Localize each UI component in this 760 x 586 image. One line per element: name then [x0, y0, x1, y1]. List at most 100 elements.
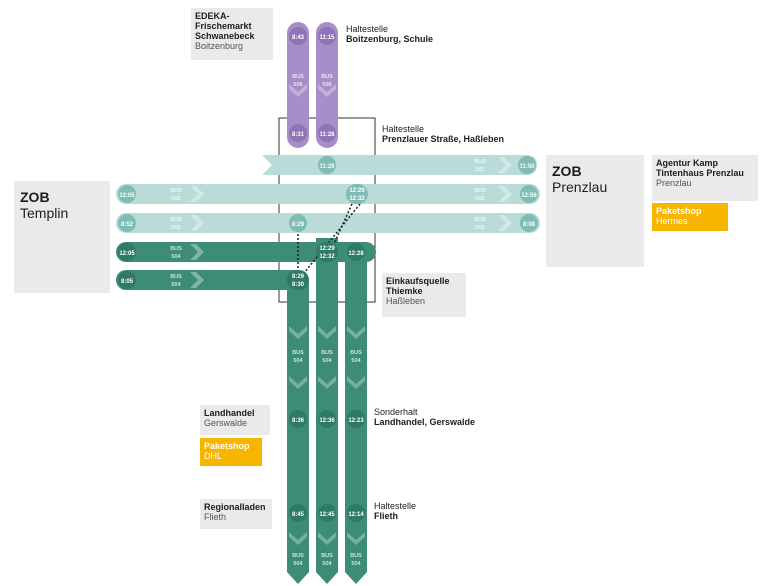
time-row1-b: 11:50	[519, 164, 535, 170]
time-row5-mid-a: 8:29	[292, 274, 305, 280]
time-row5-mid-b: 8:30	[292, 282, 305, 288]
time-row1-a: 11:29	[319, 164, 335, 170]
time-flieth-2: 12:45	[319, 512, 335, 518]
time-row4-mid-a: 12:29	[319, 246, 335, 252]
time-gerswalde-1: 8:36	[292, 418, 305, 424]
edeka-place: Boitzenburg	[195, 41, 244, 51]
route-number: 502	[171, 196, 180, 202]
prenzlauer-stop-label: Haltestelle Prenzlauer Straße, Haßleben	[382, 124, 542, 144]
flieth-stop-label: Haltestelle Flieth	[374, 501, 464, 521]
time-gerswalde-2: 12:36	[319, 418, 335, 424]
bus-word: BUS	[350, 350, 362, 356]
agentur-kamp-label: Agentur Kamp Tintenhaus Prenzlau Prenzla…	[652, 155, 758, 201]
route-number: 504	[293, 561, 303, 567]
time-row2-left: 12:05	[119, 193, 135, 199]
zob-templin-place: Templin	[20, 205, 69, 221]
boitzenburg-name: Boitzenburg, Schule	[346, 34, 434, 44]
sonderhalt-prefix: Sonderhalt	[374, 407, 418, 417]
route-506-column-2	[316, 22, 338, 148]
bus-word: BUS	[170, 274, 182, 280]
paketshop-hermes-title: Paketshop	[656, 206, 702, 216]
route-number: 502	[475, 196, 484, 202]
zob-prenzlau-place: Prenzlau	[552, 179, 608, 195]
time-flieth-3: 12:14	[348, 512, 364, 518]
bus-word: BUS	[350, 553, 362, 559]
route-number: 504	[171, 254, 181, 260]
time-row2-mid-b: 12:32	[349, 196, 365, 202]
flieth-name: Flieth	[374, 511, 398, 521]
time-row2-mid-a: 12:29	[349, 188, 365, 194]
prenzlauer-prefix: Haltestelle	[382, 124, 425, 134]
zob-templin-title: ZOB	[20, 189, 50, 205]
time-row2-right: 12:56	[521, 193, 537, 199]
route-504-column-1	[287, 280, 309, 584]
einkaufsquelle-label: Einkaufsquelle Thiemke Haßleben	[382, 273, 466, 317]
time-edeka: 8:43	[292, 35, 305, 41]
route-506-column-1	[287, 22, 309, 148]
agentur-place: Prenzlau	[656, 178, 692, 188]
bus-word: BUS	[292, 553, 304, 559]
bus-word: BUS	[474, 217, 486, 223]
einkaufsquelle-name-2: Thiemke	[386, 286, 423, 296]
route-number: 504	[351, 561, 361, 567]
time-boitzenburg-schule: 11:15	[319, 35, 335, 41]
landhandel-label: Landhandel Gerswalde	[200, 405, 270, 435]
column-chevrons	[289, 84, 365, 545]
zob-templin-label: ZOB Templin	[14, 181, 110, 293]
route-number: 506	[322, 82, 331, 88]
time-prenzlauer-1: 8:31	[292, 132, 305, 138]
prenzlauer-name: Prenzlauer Straße, Haßleben	[382, 134, 505, 144]
time-prenzlauer-2: 11:28	[319, 132, 335, 138]
route-502-band-templin-prenzlau-1	[116, 184, 540, 204]
paketshop-dhl-title: Paketshop	[204, 441, 250, 451]
time-row4-right: 12:28	[348, 251, 364, 257]
route-number: 502	[475, 167, 484, 173]
edeka-name-2: Frischemarkt	[195, 21, 252, 31]
time-gerswalde-3: 12:23	[348, 418, 364, 424]
landhandel-name: Landhandel	[204, 408, 255, 418]
landhandel-place: Gerswalde	[204, 418, 248, 428]
time-row3-left: 8:52	[121, 222, 134, 228]
bus-route-labels: BUS 506 BUS 506 BUS 502 BUS 502 BUS 502 …	[170, 74, 486, 567]
route-number: 504	[322, 358, 332, 364]
einkaufsquelle-place: Haßleben	[386, 296, 426, 306]
bus-word: BUS	[474, 159, 486, 165]
route-number: 506	[293, 82, 302, 88]
route-504-band-templin-1	[116, 242, 376, 262]
route-504-band-templin-2	[116, 270, 306, 290]
route-number: 504	[322, 561, 332, 567]
time-row5-left: 8:05	[121, 279, 134, 285]
time-row3-right: 8:08	[523, 222, 536, 228]
boitzenburg-stop-label: Haltestelle Boitzenburg, Schule	[346, 24, 466, 44]
bus-word: BUS	[170, 188, 182, 194]
regionalladen-place: Flieth	[204, 512, 227, 522]
agentur-name-2: Tintenhaus Prenzlau	[656, 168, 744, 178]
bus-word: BUS	[292, 74, 304, 80]
route-502-band-top	[262, 155, 537, 175]
band-chevrons	[190, 157, 512, 288]
transfer-connectors	[297, 203, 361, 274]
bus-word: BUS	[321, 350, 333, 356]
edeka-name-1: EDEKA-	[195, 11, 230, 21]
regionalladen-label: Regionalladen Flieth	[200, 499, 272, 529]
bus-word: BUS	[170, 217, 182, 223]
einkaufsquelle-name-1: Einkaufsquelle	[386, 276, 450, 286]
flieth-prefix: Haltestelle	[374, 501, 417, 511]
regionalladen-name: Regionalladen	[204, 502, 266, 512]
sonderhalt-label: Sonderhalt Landhandel, Gerswalde	[374, 407, 504, 427]
route-number: 502	[171, 225, 180, 231]
agentur-name-1: Agentur Kamp	[656, 158, 719, 168]
edeka-name-3: Schwanebeck	[195, 31, 255, 41]
bus-word: BUS	[292, 350, 304, 356]
bus-word: BUS	[474, 188, 486, 194]
bus-word: BUS	[321, 74, 333, 80]
paketshop-hermes-carrier: Hermes	[656, 216, 688, 226]
bus-word: BUS	[321, 553, 333, 559]
zob-prenzlau-title: ZOB	[552, 163, 582, 179]
time-flieth-1: 8:45	[292, 512, 305, 518]
paketshop-dhl-carrier: DHL	[204, 451, 223, 461]
boitzenburg-prefix: Haltestelle	[346, 24, 389, 34]
zob-prenzlau-label: ZOB Prenzlau	[546, 155, 644, 267]
paketshop-hermes-badge: Paketshop Hermes	[652, 203, 728, 231]
